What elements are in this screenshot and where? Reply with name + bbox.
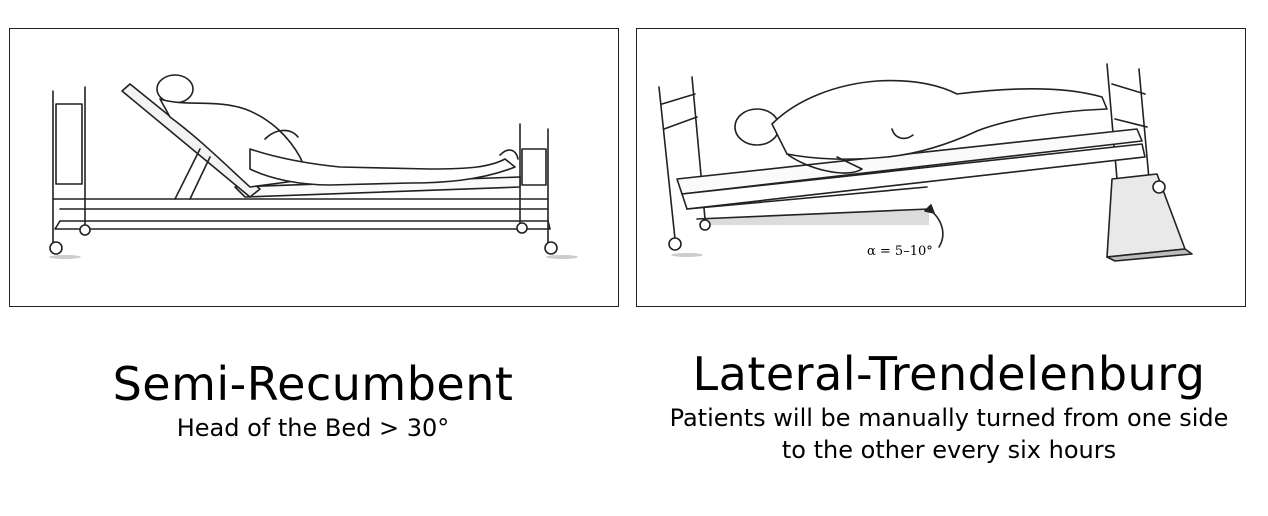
semi-recumbent-subtitle: Head of the Bed > 30° bbox=[9, 412, 617, 444]
semi-recumbent-illustration bbox=[9, 28, 619, 307]
semi-recumbent-caption: Semi-Recumbent Head of the Bed > 30° bbox=[9, 356, 617, 444]
semi-recumbent-bed-drawing bbox=[10, 29, 618, 306]
lateral-trendelenburg-subtitle-line1: Patients will be manually turned from on… bbox=[636, 402, 1262, 434]
lateral-trendelenburg-caption: Lateral-Trendelenburg Patients will be m… bbox=[636, 346, 1262, 466]
angle-annotation: α = 5–10° bbox=[867, 244, 933, 259]
lateral-trendelenburg-illustration: α = 5–10° bbox=[636, 28, 1246, 307]
lateral-trendelenburg-bed-drawing: α = 5–10° bbox=[637, 29, 1245, 306]
semi-recumbent-title: Semi-Recumbent bbox=[9, 356, 617, 412]
lateral-trendelenburg-title: Lateral-Trendelenburg bbox=[636, 346, 1262, 402]
lateral-trendelenburg-subtitle-line2: to the other every six hours bbox=[636, 434, 1262, 466]
